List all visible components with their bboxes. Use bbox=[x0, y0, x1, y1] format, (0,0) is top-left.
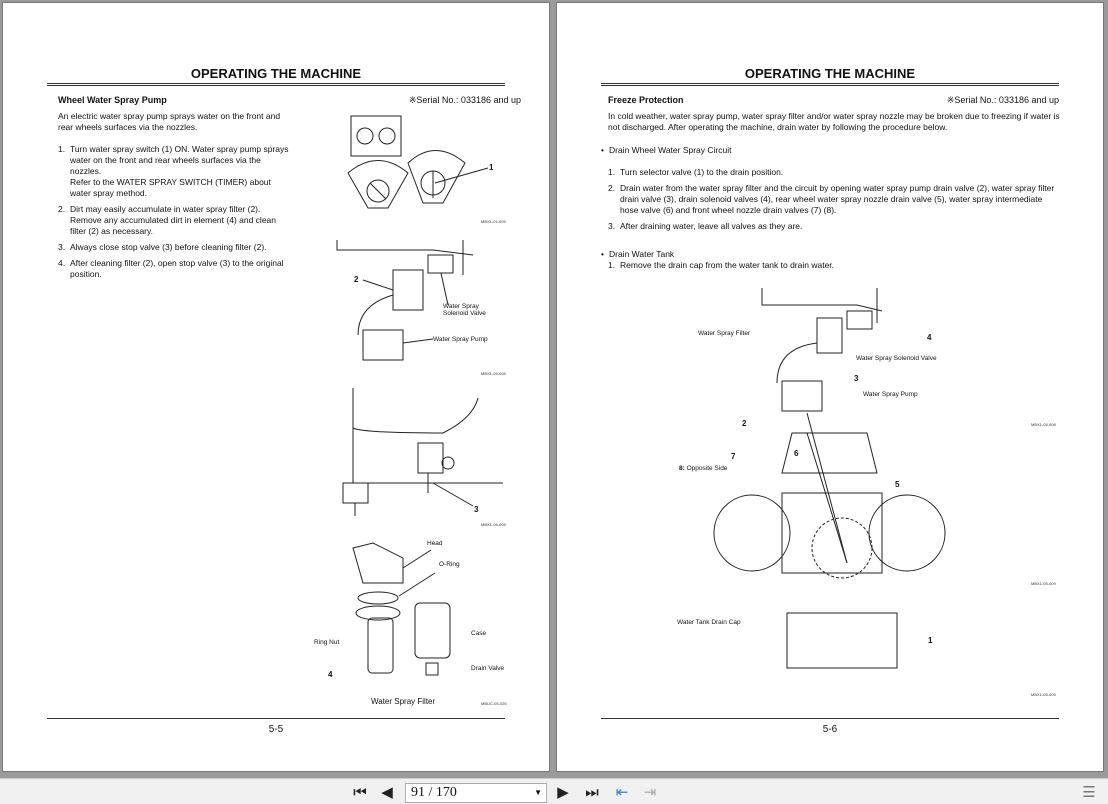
label-head: Head bbox=[427, 540, 443, 547]
section-heading: Freeze Protection bbox=[608, 95, 684, 105]
step: 1. Turn water spray switch (1) ON. Water … bbox=[58, 144, 290, 199]
step-number: 1. bbox=[608, 260, 616, 270]
serial-note: ※Serial No.: 033186 and up bbox=[946, 95, 1059, 105]
viewer-toolbar: ⏮ ◀ 91 / 170 ▼ ▶ ⏭ ⇤ ⇥ ☰ bbox=[0, 778, 1108, 804]
step: 2. Dirt may easily accumulate in water sp… bbox=[58, 204, 290, 237]
step-subtext: Refer to the WATER SPRAY SWITCH (TIMER) … bbox=[70, 177, 271, 198]
step-text: After cleaning filter (2), open stop val… bbox=[70, 258, 284, 279]
steps-list: 1. Turn selector valve (1) to the drain p… bbox=[608, 167, 1063, 237]
footer-rule bbox=[47, 718, 505, 719]
figure-code: MBX1-05-005 bbox=[1031, 692, 1056, 697]
step: 4. After cleaning filter (2), open stop v… bbox=[58, 258, 290, 280]
label-solenoid-valve: Water Spray Solenoid Valve bbox=[856, 355, 937, 362]
label-case: Case bbox=[471, 630, 487, 637]
step-text: Turn selector valve (1) to the drain pos… bbox=[620, 167, 784, 177]
steps-list: 1. Turn water spray switch (1) ON. Water … bbox=[58, 144, 290, 285]
bullet-icon: • bbox=[601, 249, 604, 259]
page-title: OPERATING THE MACHINE bbox=[190, 66, 362, 81]
section-heading: Wheel Water Spray Pump bbox=[58, 95, 167, 105]
step: 3. After draining water, leave all valves… bbox=[608, 221, 1063, 232]
figure-code: MBX1-05-008 bbox=[1031, 422, 1056, 427]
label-water-spray-pump: Water Spray Pump bbox=[863, 391, 918, 398]
step-number: 1. bbox=[608, 167, 616, 177]
callout-1: 1 bbox=[928, 636, 933, 645]
step-number: 4. bbox=[58, 258, 66, 268]
go-forward-icon[interactable]: ⇥ bbox=[643, 784, 657, 801]
machine-drain-illustration bbox=[713, 288, 946, 669]
title-rule bbox=[47, 83, 505, 86]
sidebar-toggle-icon[interactable]: ☰ bbox=[1082, 784, 1096, 801]
callout-5: 5 bbox=[895, 480, 900, 489]
pump-illustration bbox=[336, 240, 474, 361]
next-page-icon[interactable]: ▶ bbox=[557, 784, 569, 801]
callout-2: 2 bbox=[354, 275, 359, 284]
label-drain-valve: Drain Valve bbox=[471, 665, 505, 672]
switch-illustration bbox=[347, 115, 489, 209]
page-title: OPERATING THE MACHINE bbox=[744, 66, 916, 81]
stop-valve-illustration bbox=[342, 388, 503, 516]
callout-1: 1 bbox=[489, 163, 494, 172]
opposite-side-text: Opposite Side bbox=[686, 465, 728, 472]
step-text: After draining water, leave all valves a… bbox=[620, 221, 803, 231]
step-number: 1. bbox=[58, 144, 66, 154]
step: 3. Always close stop valve (3) before cle… bbox=[58, 242, 290, 253]
document-page-right: OPERATING THE MACHINE Freeze Protection … bbox=[556, 2, 1104, 772]
callout-6: 6 bbox=[794, 449, 799, 458]
callout-7: 7 bbox=[731, 452, 736, 461]
figure-code: MBX1-05-005 bbox=[481, 522, 506, 527]
filter-exploded-illustration bbox=[352, 542, 451, 676]
label-ring-nut: Ring Nut bbox=[314, 639, 340, 646]
tank-steps-list: 1. Remove the drain cap from the water ta… bbox=[608, 260, 1063, 276]
step-text: Drain water from the water spray filter … bbox=[620, 183, 1055, 215]
label-water-spray-pump: Water Spray Pump bbox=[433, 336, 488, 343]
last-page-icon[interactable]: ⏭ bbox=[585, 783, 599, 801]
footer-rule bbox=[601, 718, 1059, 719]
page-number: 5-5 bbox=[268, 724, 284, 735]
go-back-icon[interactable]: ⇤ bbox=[615, 784, 629, 801]
page-number-value: 91 / 170 bbox=[411, 785, 457, 800]
step-number: 3. bbox=[608, 221, 616, 231]
step: 1. Turn selector valve (1) to the drain p… bbox=[608, 167, 1063, 178]
document-page-left: OPERATING THE MACHINE Wheel Water Spray … bbox=[2, 2, 550, 772]
callout-4: 4 bbox=[328, 670, 333, 679]
bullet-drain-circuit: • Drain Wheel Water Spray Circuit bbox=[601, 145, 731, 156]
bullet-icon: • bbox=[601, 145, 604, 155]
title-rule bbox=[601, 83, 1059, 86]
step: 2. Drain water from the water spray filte… bbox=[608, 183, 1063, 216]
label-o-ring: O-Ring bbox=[439, 561, 460, 568]
label-water-spray-filter: Water Spray Filter bbox=[698, 330, 751, 337]
serial-note: ※Serial No.: 033186 and up bbox=[408, 95, 521, 105]
callout-2: 2 bbox=[742, 419, 747, 428]
step-text: Always close stop valve (3) before clean… bbox=[70, 242, 267, 252]
callout-8: 8: bbox=[679, 465, 685, 472]
callout-4: 4 bbox=[927, 333, 932, 342]
first-page-icon[interactable]: ⏮ bbox=[353, 783, 367, 801]
step-text: Dirt may easily accumulate in water spra… bbox=[70, 204, 276, 236]
callout-3: 3 bbox=[854, 374, 859, 383]
figure-caption: Water Spray Filter bbox=[371, 697, 436, 706]
figure-code: MBX1-05-008 bbox=[481, 371, 506, 376]
step-number: 3. bbox=[58, 242, 66, 252]
page-number: 5-6 bbox=[822, 724, 838, 735]
step: 1. Remove the drain cap from the water ta… bbox=[608, 260, 1063, 271]
callout-3: 3 bbox=[474, 505, 479, 514]
figure-code: MBX1-05-009 bbox=[1031, 581, 1056, 586]
step-number: 2. bbox=[58, 204, 66, 214]
label-solenoid-valve: Water Spray Solenoid Valve bbox=[443, 303, 486, 317]
label-water-tank-drain-cap: Water Tank Drain Cap bbox=[677, 619, 741, 626]
chevron-down-icon[interactable]: ▼ bbox=[534, 788, 542, 797]
step-text: Remove the drain cap from the water tank… bbox=[620, 260, 835, 270]
bullet-text: Drain Wheel Water Spray Circuit bbox=[608, 145, 732, 155]
bullet-drain-tank: • Drain Water Tank bbox=[601, 249, 674, 260]
figure-code: MBUC-05-026 bbox=[481, 701, 507, 706]
label-opposite-side: 8: Opposite Side bbox=[679, 465, 727, 472]
step-number: 2. bbox=[608, 183, 616, 193]
figure-code: MBX1-01-005 bbox=[481, 219, 506, 224]
page-number-select[interactable]: 91 / 170 ▼ bbox=[405, 783, 547, 803]
prev-page-icon[interactable]: ◀ bbox=[381, 784, 393, 801]
step-text: Turn water spray switch (1) ON. Water sp… bbox=[70, 144, 289, 176]
intro-text: In cold weather, water spray pump, water… bbox=[608, 111, 1060, 132]
intro-text: An electric water spray pump sprays wate… bbox=[58, 111, 281, 132]
bullet-text: Drain Water Tank bbox=[608, 249, 675, 259]
